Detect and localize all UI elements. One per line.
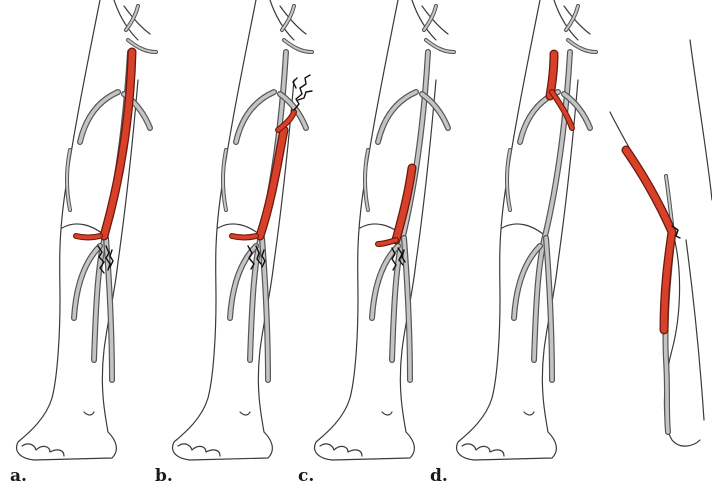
- side-view-leg: [610, 40, 712, 446]
- panel-c-leg: [315, 0, 454, 460]
- panel-a-leg: [17, 0, 156, 460]
- panel-label-d: d.: [430, 466, 448, 486]
- panel-label-c: c.: [298, 466, 314, 486]
- panel-label-a: a.: [10, 466, 27, 486]
- panel-label-b: b.: [155, 466, 173, 486]
- panel-b-leg: [173, 0, 312, 460]
- panel-d-leg: [457, 0, 596, 460]
